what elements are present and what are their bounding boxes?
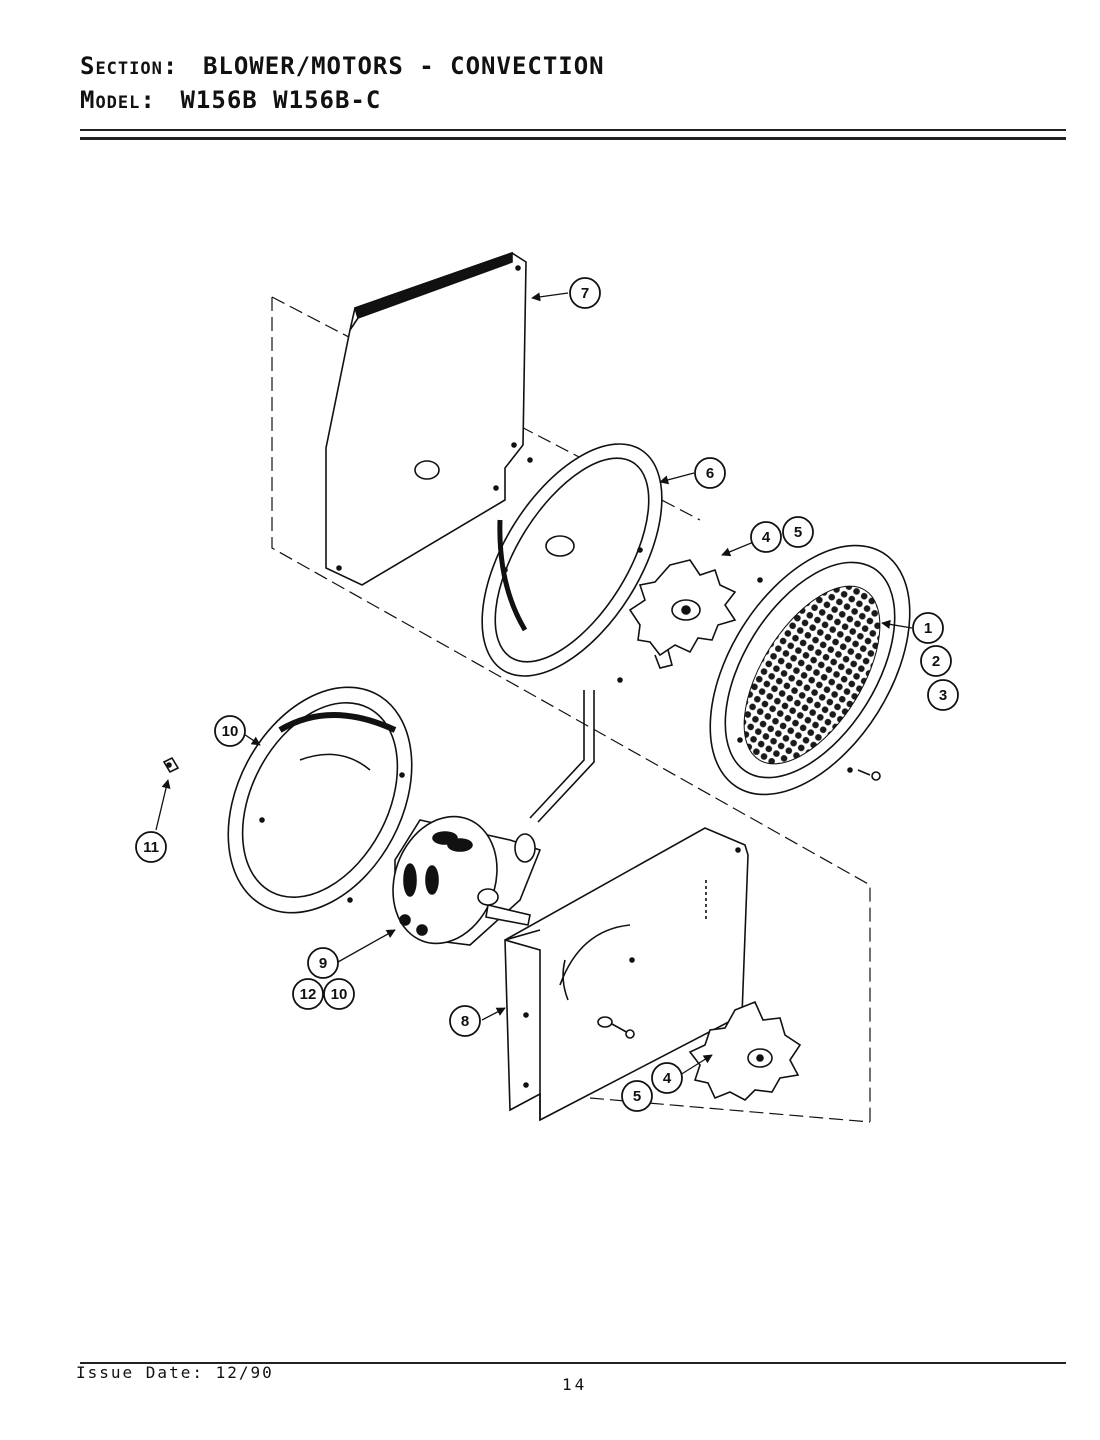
motor-lead-wires (529, 690, 595, 823)
section-heading: Section: BLOWER/MOTORS - CONVECTION (80, 52, 605, 80)
callout-5-upper: 5 (782, 516, 814, 548)
callout-6-label: 6 (706, 465, 714, 482)
header-rule-bottom (80, 137, 1066, 140)
callout-3-label: 3 (939, 687, 947, 704)
callout-5-lower-label: 5 (633, 1088, 641, 1105)
callout-1-label: 1 (924, 620, 932, 637)
callout-2-label: 2 (932, 653, 940, 670)
part-1-2-3-perforated-cover (709, 544, 911, 796)
footer-rule (80, 1362, 1066, 1364)
callout-7-label: 7 (581, 285, 589, 302)
part-9-blower-motor (392, 815, 542, 946)
cover-screw (857, 769, 881, 781)
part-4-5-lower-blower-wheel (688, 1000, 802, 1101)
callout-2: 2 (920, 645, 952, 677)
callout-4-upper: 4 (750, 521, 782, 553)
model-value: W156B W156B-C (180, 86, 382, 114)
callout-12: 12 (292, 978, 324, 1010)
callout-1: 1 (912, 612, 944, 644)
callout-4-lower: 4 (651, 1062, 683, 1094)
callout-5-upper-label: 5 (794, 524, 802, 541)
callout-7: 7 (569, 277, 601, 309)
part-10-motor-shroud (227, 686, 413, 914)
bracket-bolt (597, 1016, 635, 1039)
page-number: 14 (562, 1375, 588, 1394)
part-7-rear-panel (325, 251, 527, 586)
model-label: Model: (80, 86, 156, 114)
part-11-clip (162, 756, 180, 774)
header-rule-top (80, 129, 1066, 131)
callout-6: 6 (694, 457, 726, 489)
callout-5-lower: 5 (621, 1080, 653, 1112)
callout-11: 11 (135, 831, 167, 863)
callout-11-label: 11 (143, 839, 159, 856)
section-label: Section: (80, 52, 179, 80)
callout-10-shroud: 10 (214, 715, 246, 747)
callout-4-lower-label: 4 (663, 1070, 672, 1087)
callout-9-label: 9 (319, 955, 327, 972)
leader-arrows (155, 292, 913, 1076)
model-heading: Model: W156B W156B-C (80, 86, 381, 114)
part-4-5-upper-blower-wheel (628, 559, 737, 669)
callout-9: 9 (307, 947, 339, 979)
callout-10-motor: 10 (323, 978, 355, 1010)
callout-8-label: 8 (461, 1013, 469, 1030)
callout-4-upper-label: 4 (762, 529, 771, 546)
callout-12-label: 12 (300, 986, 317, 1003)
part-6-housing-ring (481, 443, 663, 683)
section-value: BLOWER/MOTORS - CONVECTION (202, 52, 605, 80)
callout-3: 3 (927, 679, 959, 711)
callout-10-motor-label: 10 (331, 986, 348, 1003)
callout-10-shroud-label: 10 (222, 723, 239, 740)
issue-date: Issue Date: 12/90 (76, 1363, 274, 1382)
callout-8: 8 (449, 1005, 481, 1037)
part-8-mounting-bracket (504, 827, 749, 1122)
